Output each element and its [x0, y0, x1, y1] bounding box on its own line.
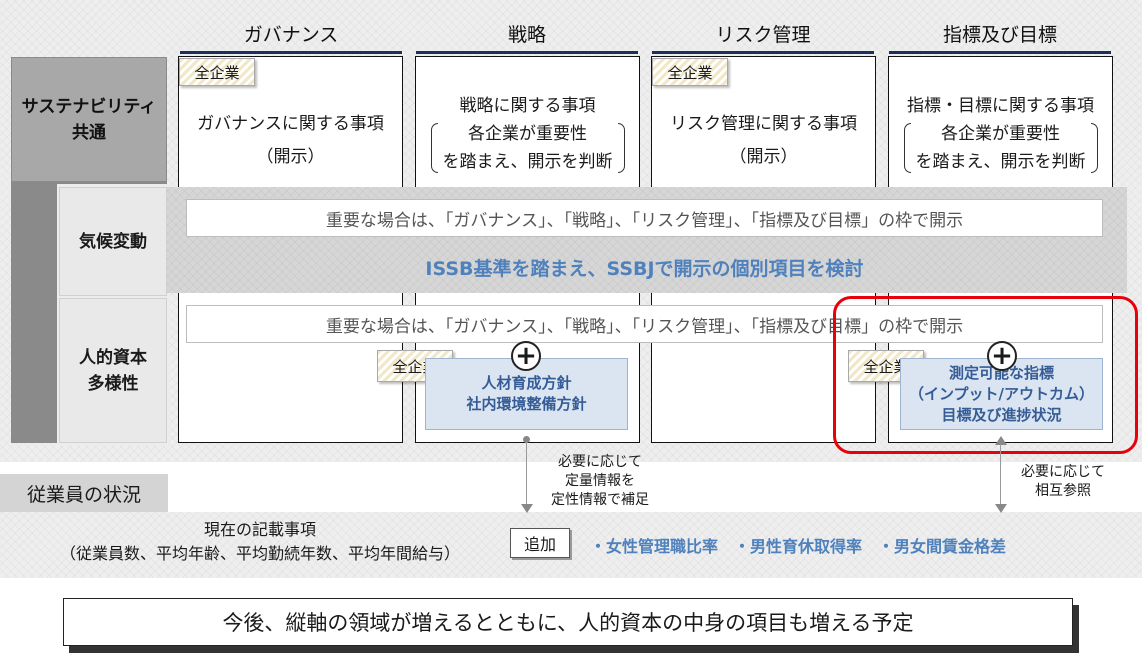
note-cross-reference: 必要に応じて 相互参照 [1008, 463, 1118, 501]
row-label-human-line2: 多様性 [87, 373, 139, 394]
connector-dot-strategy [523, 436, 530, 443]
cell-strategy-line1: 戦略に関する事項 [459, 96, 596, 116]
cell-strategy-line3: を踏まえ、開示を判断 [442, 152, 613, 172]
arrow-down-icon-strategy [521, 504, 533, 513]
header-governance: ガバナンス [180, 20, 402, 54]
connector-line-strategy [526, 442, 527, 506]
added-items: ・女性管理職比率 ・男性育休取得率 ・男女間賃金格差 [590, 537, 1007, 556]
strategy-policy-line1: 人材育成方針 [481, 374, 572, 392]
header-risk: リスク管理 [652, 20, 874, 54]
note-supplement-line2: 定量情報を [565, 473, 635, 489]
current-items-list: （従業員数、平均年齢、平均勤続年数、平均年間給与） [59, 544, 460, 563]
current-items-title: 現在の記載事項 [203, 520, 316, 539]
tag-all-companies-governance: 全企業 [179, 58, 255, 86]
row-label-human-capital: 人的資本 多様性 [59, 298, 167, 443]
plus-icon-strategy: + [511, 341, 541, 371]
add-tag: 追加 [510, 528, 570, 558]
note-supplement-line1: 必要に応じて [558, 454, 642, 470]
cell-strategy-common: 戦略に関する事項 各企業が重要性 を踏まえ、開示を判断 [415, 92, 640, 176]
note-cross-reference-line1: 必要に応じて [1021, 464, 1105, 480]
row-label-common-line1: サステナビリティ [21, 96, 157, 117]
row-label-human-line1: 人的資本 [79, 347, 147, 368]
cell-governance-line1: ガバナンスに関する事項 [197, 114, 384, 134]
employee-status-label: 従業員の状況 [0, 474, 168, 512]
cell-metrics-line1: 指標・目標に関する事項 [907, 96, 1094, 116]
arrow-up-icon-metrics [995, 436, 1007, 445]
cell-strategy-paren: 各企業が重要性 を踏まえ、開示を判断 [430, 120, 625, 176]
plus-icon-metrics: + [987, 341, 1017, 371]
cell-risk-line1: リスク管理に関する事項 [670, 114, 857, 134]
metrics-indicator-line3: 目標及び進捗状況 [941, 405, 1062, 424]
connector-line-metrics [1000, 444, 1001, 506]
cell-metrics-line2: 各企業が重要性 [941, 124, 1060, 144]
row-label-climate: 気候変動 [59, 187, 167, 296]
arrow-down-icon-metrics [995, 504, 1007, 513]
row-label-climate-text: 気候変動 [79, 231, 147, 252]
cell-governance-common: ガバナンスに関する事項 （開示） [178, 110, 403, 171]
row-label-common-line2: 共通 [71, 122, 106, 143]
row-label-common: サステナビリティ 共通 [11, 57, 167, 182]
strategy-policy-line2: 社内環境整備方針 [466, 395, 587, 413]
note-cross-reference-line2: 相互参照 [1035, 483, 1091, 499]
cell-metrics-line3: を踏まえ、開示を判断 [915, 152, 1086, 172]
current-items: 現在の記載事項 （従業員数、平均年齢、平均勤続年数、平均年間給与） [0, 518, 520, 566]
note-supplement: 必要に応じて 定量情報を 定性情報で補足 [540, 453, 660, 510]
footer-callout: 今後、縦軸の領域が増えるとともに、人的資本の中身の項目も増える予定 [63, 598, 1073, 646]
cell-metrics-paren: 各企業が重要性 を踏まえ、開示を判断 [903, 120, 1098, 176]
issb-text: ISSB基準を踏まえ、SSBJで開示の個別項目を検討 [425, 258, 864, 280]
metrics-indicator-line2: （インプット/アウトカム） [908, 384, 1095, 403]
bottom-background [0, 512, 1142, 578]
cell-risk-common: リスク管理に関する事項 （開示） [651, 110, 876, 171]
cell-governance-line2: （開示） [256, 147, 325, 167]
cell-metrics-common: 指標・目標に関する事項 各企業が重要性 を踏まえ、開示を判断 [888, 92, 1113, 176]
note-supplement-line3: 定性情報で補足 [551, 492, 649, 508]
header-metrics: 指標及び目標 [889, 20, 1111, 54]
climate-disclosure-band: 重要な場合は、「ガバナンス」、「戦略」、「リスク管理」、「指標及び目標」の枠で開… [186, 199, 1103, 237]
cell-risk-line2: （開示） [729, 147, 798, 167]
cell-strategy-line2: 各企業が重要性 [468, 124, 587, 144]
metrics-indicator-line1: 測定可能な指標 [948, 363, 1054, 382]
header-strategy: 戦略 [416, 20, 638, 54]
human-capital-disclosure-band: 重要な場合は、「ガバナンス」、「戦略」、「リスク管理」、「指標及び目標」の枠で開… [186, 305, 1103, 343]
tag-all-companies-risk: 全企業 [652, 58, 728, 86]
highlight-frame [833, 296, 1138, 454]
